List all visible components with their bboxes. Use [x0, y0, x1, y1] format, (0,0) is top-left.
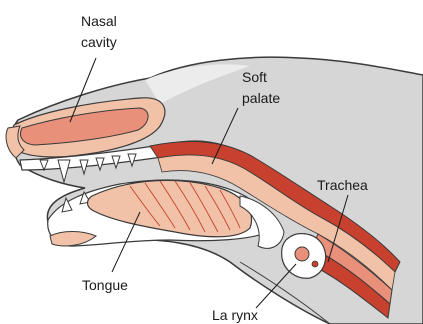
larynx-cartilage-small: [312, 261, 318, 267]
larynx-cartilage: [295, 247, 309, 261]
label-larynx: La rynx: [212, 307, 258, 323]
label-nasal-line2: cavity: [81, 34, 117, 50]
label-soft-line2: palate: [242, 90, 280, 106]
label-trachea: Trachea: [317, 177, 368, 193]
label-tongue: Tongue: [82, 277, 128, 293]
label-soft-line1: Soft: [242, 69, 267, 85]
label-nasal-line1: Nasal: [81, 13, 117, 29]
